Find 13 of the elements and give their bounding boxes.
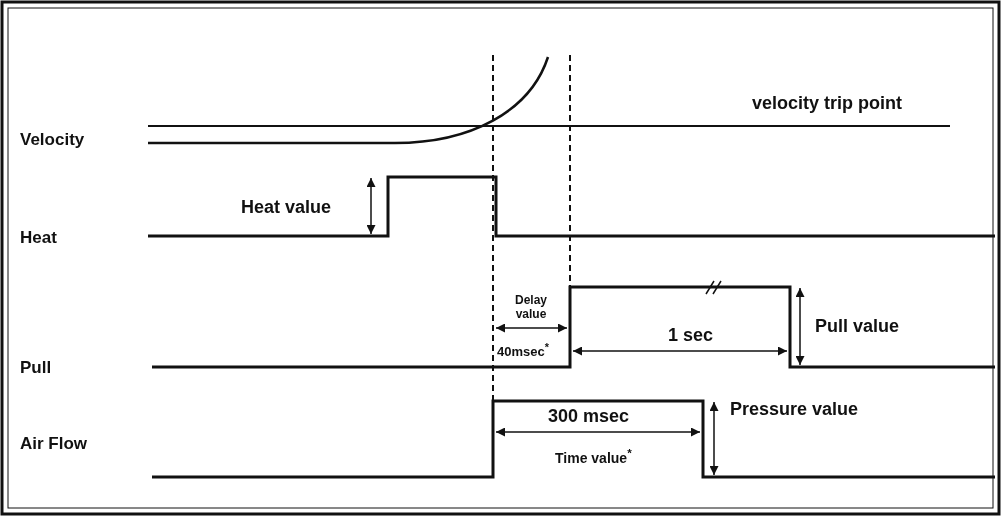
signal-name: Air Flow (20, 434, 88, 454)
dimension-label: Pull value (815, 316, 900, 337)
signal-name: Velocity (20, 130, 85, 150)
dimension-label: Heat value (241, 197, 332, 218)
dimension-label: 300 msec (548, 406, 630, 427)
dimension-label: Pressure value (730, 399, 859, 420)
signal-name: Pull (20, 358, 52, 378)
dimension-label: Delay value (514, 294, 548, 322)
dimension-label: Time value$^{*}$ (555, 446, 632, 466)
dimension-label: 40msec$^{*}$ (497, 341, 549, 361)
dimension-label: 1 sec (668, 325, 714, 346)
threshold-label: velocity trip point (752, 93, 902, 114)
signal-name: Heat (20, 228, 57, 248)
